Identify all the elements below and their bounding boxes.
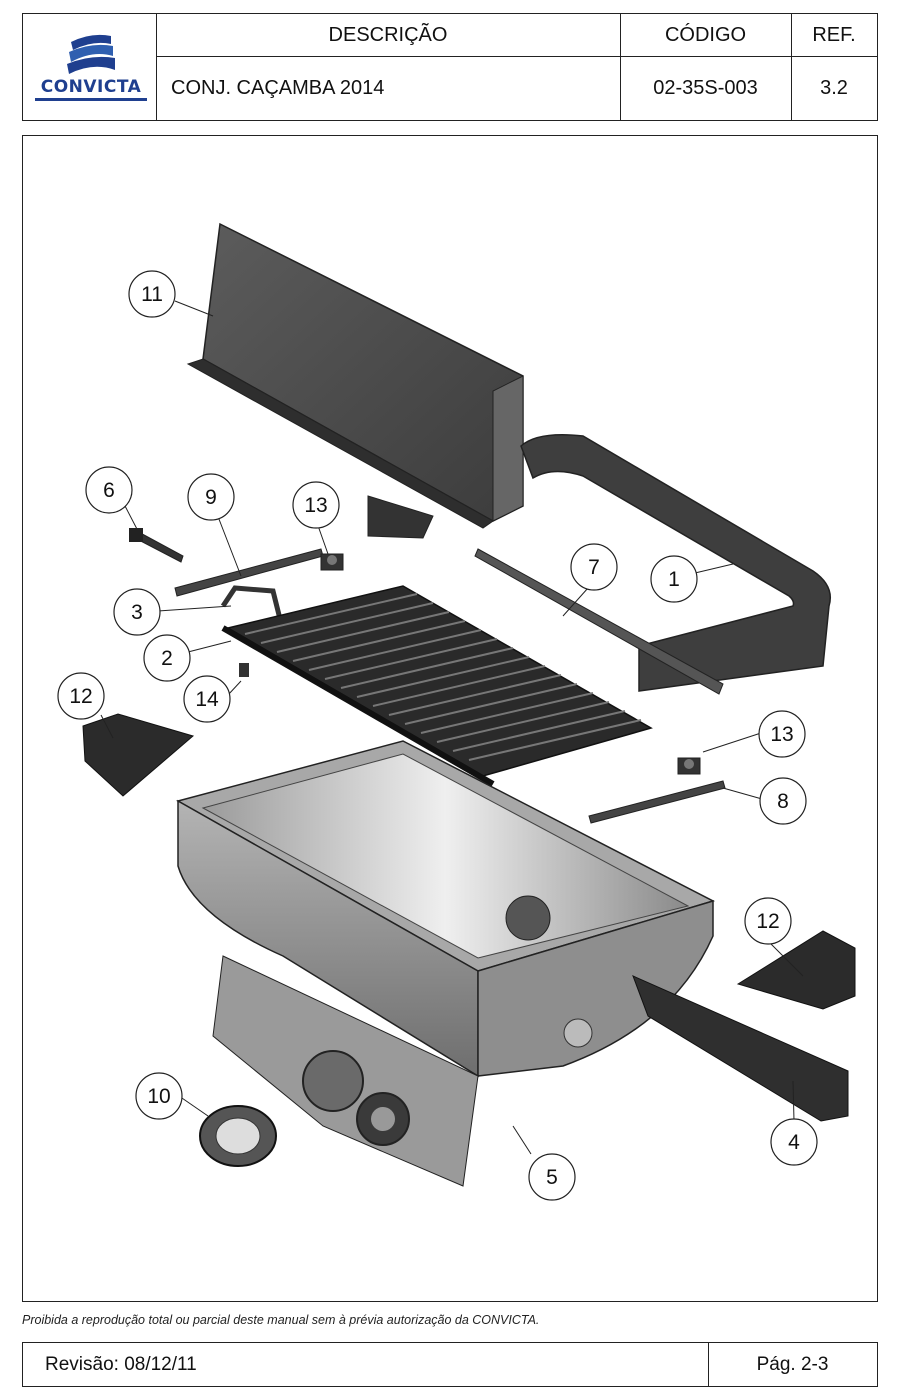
revision-date: Revisão: 08/12/11 [45, 1353, 197, 1375]
svg-text:8: 8 [777, 790, 789, 813]
part-4-rail [632, 975, 849, 1122]
balloon-1: 1 [650, 555, 698, 603]
part-6-pin [129, 528, 184, 563]
balloon-8: 8 [759, 777, 807, 825]
part-10-bearing [199, 1105, 277, 1167]
balloon-12-left: 12 [57, 672, 105, 720]
part-14-knob [239, 663, 249, 677]
col-ref-header: REF. [812, 23, 856, 46]
part-5-hopper [176, 740, 715, 1187]
svg-text:1: 1 [668, 568, 680, 591]
part-13-clamp-lower [677, 757, 701, 775]
col-code-header: CÓDIGO [664, 23, 747, 46]
part-12-plate-left [82, 713, 195, 797]
balloon-7: 7 [570, 543, 618, 591]
page-number: Pág. 2-3 [756, 1353, 829, 1375]
part-2-grille [221, 585, 653, 787]
svg-text:4: 4 [788, 1131, 800, 1154]
col-description-header: DESCRIÇÃO [328, 23, 448, 46]
balloon-13-lower: 13 [758, 710, 806, 758]
svg-text:13: 13 [304, 494, 327, 517]
svg-text:10: 10 [147, 1085, 170, 1108]
exploded-view-svg: 11 6 9 13 7 1 3 2 [57, 222, 856, 1201]
part-1-u-guard [520, 434, 831, 692]
svg-text:5: 5 [546, 1166, 558, 1189]
balloon-9: 9 [187, 473, 235, 521]
svg-text:3: 3 [131, 601, 143, 624]
svg-text:11: 11 [141, 283, 163, 306]
balloon-10: 10 [135, 1072, 183, 1120]
disclaimer-text: Proibida a reprodução total ou parcial d… [22, 1313, 540, 1327]
balloon-3: 3 [113, 588, 161, 636]
part-7-bar [474, 548, 724, 695]
svg-text:13: 13 [770, 723, 793, 746]
part-8-bar [588, 780, 726, 824]
part-3-handle [220, 585, 284, 624]
footer: Revisão: 08/12/11 Pág. 2-3 [22, 1342, 878, 1387]
logo-text: CONVICTA [40, 77, 142, 97]
balloon-2: 2 [143, 634, 191, 682]
part-11-back-panel [186, 222, 524, 539]
part-13-clamp-upper [320, 553, 344, 571]
description-value: CONJ. CAÇAMBA 2014 [171, 76, 385, 99]
exploded-view-drawing: 11 6 9 13 7 1 3 2 [22, 135, 878, 1302]
ref-value: 3.2 [820, 76, 848, 99]
svg-text:9: 9 [205, 486, 217, 509]
balloon-14: 14 [183, 675, 231, 723]
balloon-13-upper: 13 [292, 481, 340, 529]
svg-text:6: 6 [103, 479, 115, 502]
code-value: 02-35S-003 [653, 76, 758, 99]
balloon-12-right: 12 [744, 897, 792, 945]
svg-text:12: 12 [756, 910, 779, 933]
convicta-logo-icon [67, 34, 115, 74]
balloon-4: 4 [770, 1118, 818, 1166]
logo-underline [35, 98, 147, 101]
title-block: CONVICTA DESCRIÇÃO CÓDIGO REF. CONJ. CAÇ… [22, 13, 878, 121]
svg-text:12: 12 [69, 685, 92, 708]
leader-lines [100, 300, 804, 1155]
logo: CONVICTA [23, 14, 157, 120]
balloon-5: 5 [528, 1153, 576, 1201]
svg-text:2: 2 [161, 647, 173, 670]
svg-text:14: 14 [195, 688, 219, 711]
balloon-6: 6 [85, 466, 133, 514]
svg-text:7: 7 [588, 556, 600, 579]
balloon-11: 11 [128, 270, 176, 318]
